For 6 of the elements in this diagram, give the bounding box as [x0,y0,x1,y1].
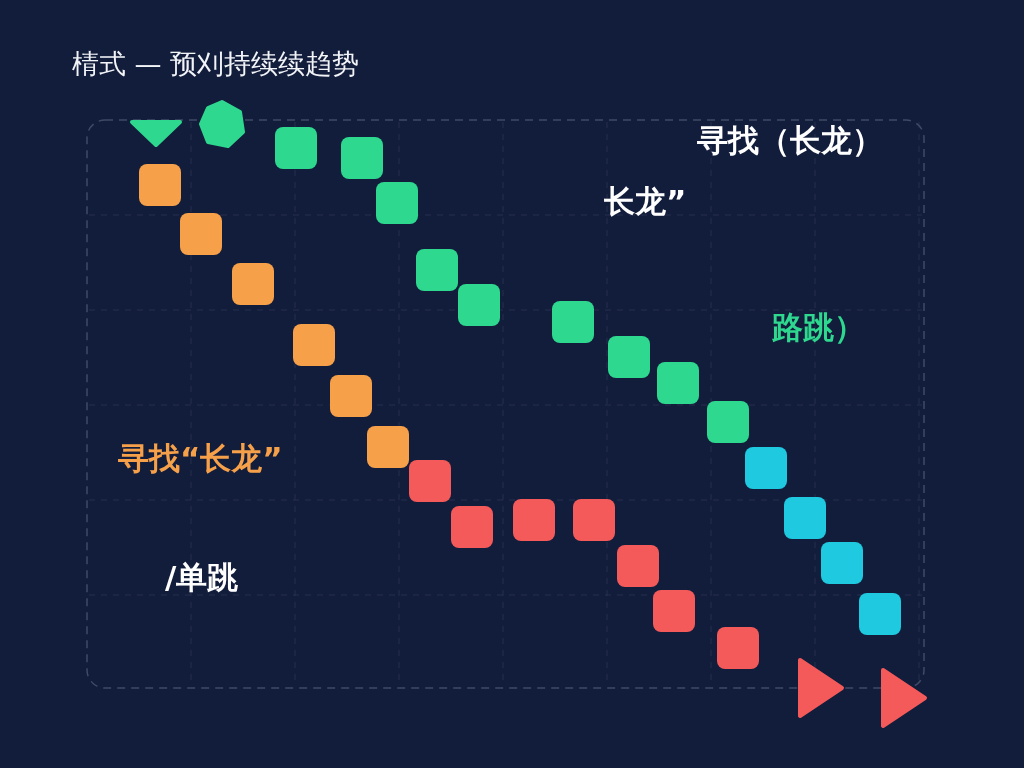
title: 棈式 — 预刈持续续趋势 [72,47,360,81]
annotation-text: /单跳 [165,558,239,597]
annotation-text: 路跳） [772,308,865,347]
annotation-text: 寻找（长龙） [697,121,883,160]
annotation-text: 寻找“长龙” [118,439,283,478]
annotation-text: 长龙” [604,182,687,221]
